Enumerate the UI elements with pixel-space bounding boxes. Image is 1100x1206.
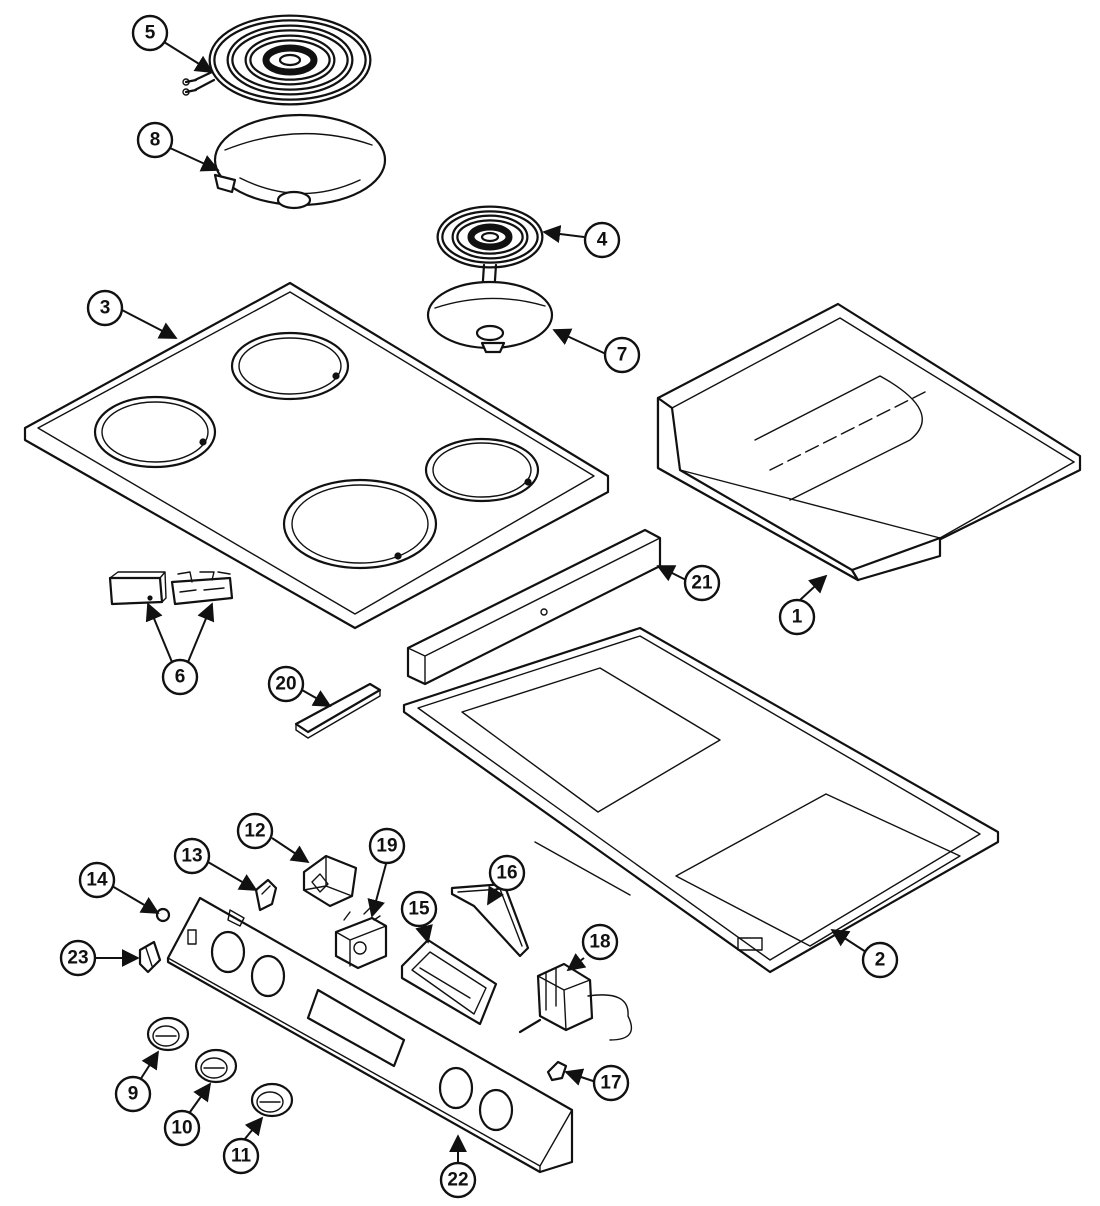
- callout-label: 4: [597, 230, 608, 251]
- callout-label: 2: [875, 950, 886, 971]
- small-drip-bowl: [426, 280, 554, 354]
- callout-12: 12: [236, 812, 274, 850]
- rocker-switch: [138, 940, 162, 974]
- knob-11: [250, 1082, 294, 1118]
- callout-21: 21: [683, 564, 721, 602]
- indicator-light: [155, 907, 171, 923]
- callout-label: 11: [231, 1146, 252, 1167]
- grommet: [546, 1060, 568, 1082]
- display-bezel: [450, 882, 530, 958]
- top-cover: [656, 302, 1082, 582]
- knob-10: [194, 1048, 238, 1084]
- callout-3: 3: [86, 289, 124, 327]
- fan-motor: [518, 962, 633, 1041]
- callout-6: 6: [161, 658, 199, 696]
- control-switch: [302, 854, 358, 908]
- callout-1: 1: [778, 598, 816, 636]
- main-top: [402, 626, 1000, 974]
- callout-16: 16: [488, 854, 526, 892]
- large-surface-element: [182, 14, 372, 106]
- callout-label: 9: [128, 1084, 139, 1105]
- callout-label: 16: [496, 863, 517, 884]
- callout-9: 9: [114, 1075, 152, 1113]
- callout-17: 17: [592, 1064, 630, 1102]
- callout-label: 18: [589, 932, 610, 953]
- callout-23: 23: [59, 939, 97, 977]
- callout-label: 19: [376, 836, 397, 857]
- callout-8: 8: [136, 121, 174, 159]
- callout-label: 17: [600, 1073, 621, 1094]
- callout-label: 14: [86, 870, 108, 891]
- cooktop: [23, 281, 610, 630]
- callout-7: 7: [603, 336, 641, 374]
- large-drip-bowl: [213, 113, 387, 210]
- knob-9: [146, 1016, 190, 1052]
- callout-label: 23: [67, 948, 88, 969]
- callout-label: 20: [275, 674, 296, 695]
- clock-board: [400, 938, 498, 1026]
- callout-label: 10: [171, 1118, 192, 1139]
- callout-label: 8: [150, 130, 161, 151]
- callout-13: 13: [173, 837, 211, 875]
- callout-label: 7: [617, 345, 628, 366]
- callout-label: 22: [447, 1170, 468, 1191]
- callout-label: 3: [100, 298, 111, 319]
- trim-piece: [294, 682, 382, 739]
- callout-label: 13: [181, 846, 202, 867]
- clip-13: [254, 878, 278, 912]
- small-surface-element: [436, 205, 544, 297]
- callout-10: 10: [163, 1109, 201, 1147]
- leader-lines: [96, 41, 867, 1162]
- callout-4: 4: [583, 221, 621, 259]
- terminal-blocks: [108, 571, 234, 606]
- callout-15: 15: [400, 890, 438, 928]
- callout-label: 15: [408, 899, 430, 920]
- callout-5: 5: [131, 14, 169, 52]
- callout-19: 19: [368, 827, 406, 865]
- callout-label: 12: [244, 821, 265, 842]
- callout-22: 22: [439, 1161, 477, 1199]
- callout-18: 18: [581, 923, 619, 961]
- callout-14: 14: [78, 861, 116, 899]
- callout-label: 5: [145, 23, 156, 44]
- callout-11: 11: [222, 1137, 260, 1175]
- callout-2: 2: [861, 941, 899, 979]
- callout-20: 20: [267, 665, 305, 703]
- control-panel: [166, 896, 574, 1174]
- callout-label: 1: [792, 607, 803, 628]
- infinite-switch: [334, 907, 388, 970]
- callout-label: 6: [175, 667, 186, 688]
- callout-label: 21: [691, 573, 713, 594]
